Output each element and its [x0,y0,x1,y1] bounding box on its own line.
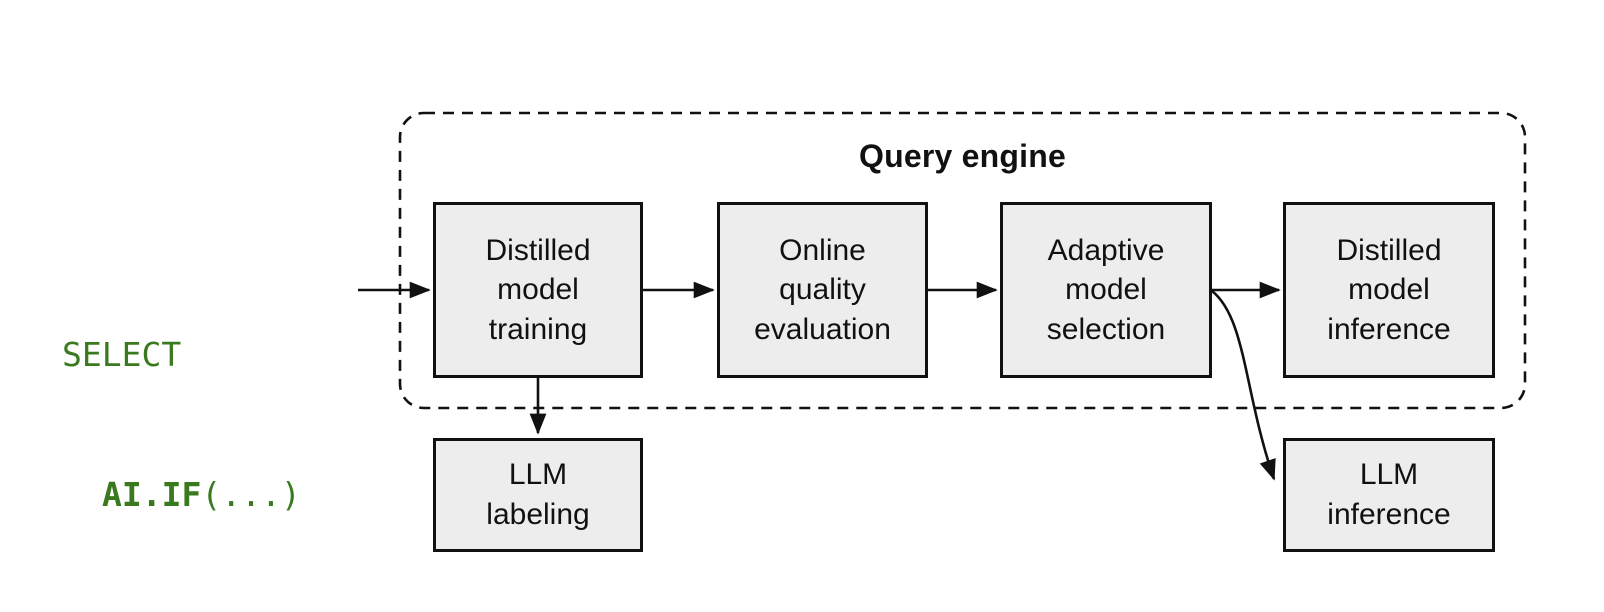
arrow-selection-to-llm-inference [1211,289,1276,481]
flow-box-llm-inference: LLM inference [1283,438,1495,552]
flow-box-adaptive-model-selection: Adaptive model selection [1000,202,1212,378]
sql-aiif-line: AI.IF(...) [62,472,301,519]
flow-box-label: Adaptive model selection [1046,233,1166,346]
sql-code-label: SELECT AI.IF(...) [62,238,301,612]
flow-box-llm-labeling: LLM labeling [433,438,643,552]
flow-box-label: Distilled model training [485,233,591,346]
flow-box-label: Online quality evaluation [754,233,891,346]
flow-box-distilled-model-inference: Distilled model inference [1283,202,1495,378]
flow-box-label: LLM inference [1327,458,1451,531]
flow-box-distilled-model-training: Distilled model training [433,202,643,378]
flow-box-label: LLM labeling [486,458,590,531]
sql-select-line: SELECT [62,334,182,374]
sql-aiif-function: AI.IF [102,475,202,515]
flow-box-label: Distilled model inference [1327,233,1451,346]
query-engine-dashed-boundary [398,111,1527,410]
flow-box-online-quality-evaluation: Online quality evaluation [717,202,928,378]
query-engine-title: Query engine [859,138,1066,174]
sql-aiif-args: (...) [201,475,301,515]
